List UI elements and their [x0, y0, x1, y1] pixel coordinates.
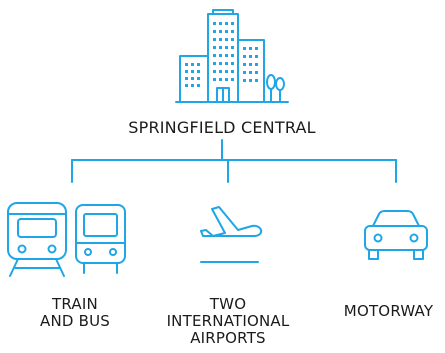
branch-label-motorway: MOTORWAY — [343, 302, 434, 320]
airplane-takeoff-icon — [200, 206, 263, 263]
city-buildings-icon — [175, 9, 289, 103]
branch-label-airports: TWO INTERNATIONAL AIRPORTS — [166, 295, 290, 347]
branch-label-train-bus: TRAIN AND BUS — [40, 295, 110, 330]
connector-lines — [71, 139, 397, 183]
hub-label: SPRINGFIELD CENTRAL — [128, 118, 316, 137]
car-icon — [364, 210, 428, 260]
bus-icon — [75, 204, 126, 274]
train-icon — [7, 202, 67, 277]
